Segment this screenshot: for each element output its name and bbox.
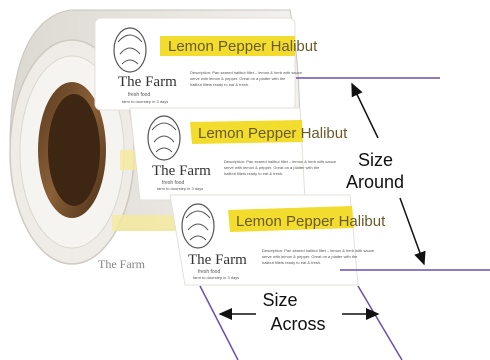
label-1-brand: The Farm: [118, 74, 177, 90]
size-around-indicator: Size Around: [346, 84, 424, 264]
label-3-desc-3: halibut fillets ready to eat & fresh.: [262, 260, 321, 265]
size-around-arrow-down: [400, 198, 424, 264]
label-1-brand-tag: farm to doorstep in 3 days: [122, 99, 168, 104]
label-1-brand-sub: fresh food: [128, 92, 150, 98]
label-1: Lemon Pepper Halibut The Farm fresh food…: [95, 18, 318, 110]
guide-line-left: [200, 286, 238, 360]
label-1-title: Lemon Pepper Halibut: [168, 38, 318, 55]
size-across-label-line1: Size: [262, 290, 297, 310]
size-across-label-line2: Across: [270, 314, 325, 334]
label-3: Lemon Pepper Halibut The Farm fresh food…: [170, 195, 386, 285]
label-3-desc-1: Description: Pan seared halibut fillet –…: [262, 248, 375, 253]
roll-core-hole: [48, 94, 100, 206]
label-3-title: Lemon Pepper Halibut: [236, 213, 386, 230]
label-2-desc-1: Description: Pan seared halibut fillet –…: [224, 159, 337, 164]
label-2: Lemon Pepper Halibut The Farm fresh food…: [130, 108, 348, 200]
label-3-brand-tag: farm to doorstep in 3 days: [193, 275, 239, 280]
label-2-desc-2: serve with lemon & pepper. Great on a pl…: [224, 165, 320, 170]
rolled-brand: The Farm: [98, 257, 146, 271]
size-across-indicator: Size Across: [220, 290, 378, 334]
label-2-title: Lemon Pepper Halibut: [198, 125, 348, 142]
label-1-desc-2: serve with lemon & pepper. Great on a pl…: [190, 76, 286, 81]
label-1-desc-1: Description: Pan seared halibut fillet –…: [190, 70, 303, 75]
rolled-label-bottom-band: [112, 215, 182, 231]
label-1-sheet: [95, 18, 295, 110]
label-2-desc-3: halibut fillets ready to eat & fresh.: [224, 171, 283, 176]
label-1-desc-3: halibut fillets ready to eat & fresh.: [190, 82, 249, 87]
size-around-arrow-up: [352, 84, 378, 138]
label-3-desc-2: serve with lemon & pepper. Great on a pl…: [262, 254, 358, 259]
guide-line-right: [358, 286, 402, 360]
size-around-label-line1: Size: [358, 150, 393, 170]
rolled-label-left: The Farm: [98, 257, 146, 271]
size-around-label-line2: Around: [346, 172, 404, 192]
label-3-brand: The Farm: [188, 252, 247, 268]
label-2-brand: The Farm: [152, 163, 211, 179]
label-2-brand-tag: farm to doorstep in 3 days: [157, 186, 203, 191]
